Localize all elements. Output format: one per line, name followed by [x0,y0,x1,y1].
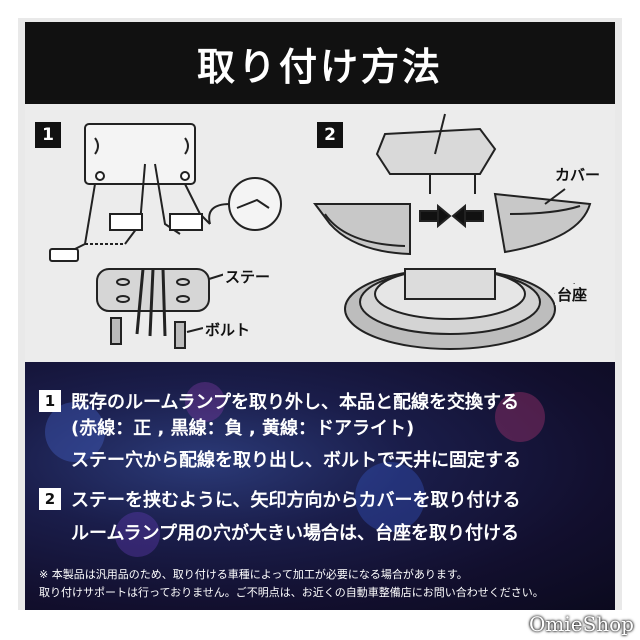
instruction-1-line-2: (赤線：正 , 黒線：負 , 黄線：ドアライト) [71,418,415,439]
bokeh-light [355,462,425,532]
connector-left [109,213,143,231]
stay-hole-3 [116,295,130,303]
screw-right [180,171,190,181]
plate-wire [434,113,446,155]
instruction-1-line-3: ステー穴から配線を取り出し、ボルトで天井に固定する [71,450,521,471]
wire-hook-left [94,137,99,155]
cover-leader-line [544,188,566,205]
bolt-label: ボルト [203,319,253,340]
stay-label: ステー [223,266,273,287]
base-label: 台座 [555,284,590,305]
screw-left [95,171,105,181]
instruction-1-number: 1 [39,390,61,412]
connector-plug [49,248,79,262]
step2-illustration [313,113,592,350]
arrow-right-body [419,210,439,222]
instruction-2: 2 ステーを挟むように、矢印方向からカバーを取り付ける [39,486,520,512]
cable-exit [135,268,167,337]
step1-number-badge: 1 [35,122,61,148]
note-line-2: 取り付けサポートは行っておりません。ご不明点は、お近くの自動車整備店にお問い合わ… [39,586,544,599]
page-title-text: 取り付け方法 [196,44,443,89]
instruction-1-line-1: 既存のルームランプを取り外し、本品と配線を交換する [71,392,520,413]
bolt-leader-line [186,327,204,333]
stay-leader-line [208,273,226,280]
base-plate [404,268,496,300]
page-title: 取り付け方法 [25,22,615,104]
arrow-right-head [437,203,452,229]
stay-hole-4 [176,295,190,303]
instructions-panel: 1 既存のルームランプを取り外し、本品と配線を交換する (赤線：正 , 黒線：負 … [25,362,615,610]
bokeh-light [185,382,225,422]
note-line-1: ※ 本製品は汎用品のため、取り付ける車種によって加工が必要になる場合があります。 [39,568,468,581]
instruction-1: 1 既存のルームランプを取り外し、本品と配線を交換する [39,388,519,414]
ceiling-box [84,123,196,185]
cover-right-inner [509,205,581,215]
cover-left-inner [324,213,406,247]
arrow-left-head [451,203,466,229]
step2-number-badge: 2 [317,122,343,148]
instruction-2-line-1: ステーを挟むように、矢印方向からカバーを取り付ける [71,490,521,511]
step1-illustration [49,123,282,349]
bolt-right [174,321,186,349]
diagram-area: 1 2 [25,104,615,362]
instruction-2-line-2: ルームランプ用の穴が大きい場合は、台座を取り付ける [71,523,520,544]
wire-hook-right [184,137,189,155]
bokeh-light [45,402,105,462]
callout-pointer [208,203,231,225]
detail-callout [228,177,282,231]
bokeh-light [115,512,160,557]
bolt-left [110,317,122,345]
cover-label: カバー [553,164,603,185]
stay-hole-2 [176,278,190,286]
arrow-left-body [464,210,484,222]
bokeh-light [495,392,545,442]
plate-legs [429,174,476,194]
connector-right [169,213,203,231]
installation-diagram [49,113,592,350]
watermark: OmieShop [528,612,634,636]
cover-left-half [313,203,411,256]
detail-clip [236,198,270,209]
stay-hole-1 [116,278,130,286]
cover-right-half [493,192,592,254]
instruction-2-number: 2 [39,488,61,510]
